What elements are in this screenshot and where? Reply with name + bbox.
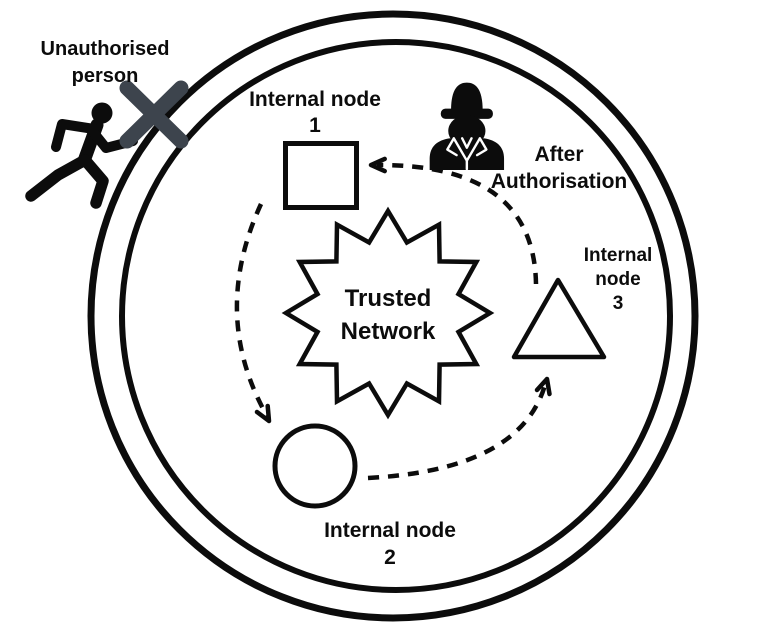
cross-icon: [119, 80, 189, 149]
outer-boundary-circle: [87, 10, 699, 622]
running-person-icon: [25, 102, 138, 209]
internal-node-2-label: Internal node 2: [312, 517, 468, 571]
internal-node-3-number: 3: [612, 293, 624, 314]
trusted-network-label: Trusted Network: [340, 285, 436, 345]
internal-node-3-name: Internal node: [583, 245, 653, 290]
internal-node-3-triangle: [511, 277, 607, 360]
internal-node-2-circle: [272, 423, 358, 509]
internal-node-1-label: Internal node 1: [237, 87, 393, 139]
flow-arrow-node2-to-node3: [367, 376, 552, 481]
internal-node-1-number: 1: [309, 114, 321, 137]
flow-arrow-node1-to-node2: [234, 203, 272, 424]
internal-node-2-name: Internal node: [324, 519, 456, 542]
unauthorised-person-label: Unauthorised person: [40, 38, 170, 87]
trusted-network-starburst: [281, 206, 495, 420]
internal-node-1-square: [283, 141, 359, 210]
spy-icon: [429, 82, 505, 171]
flow-arrow-node3-to-node1: [368, 156, 539, 285]
inner-boundary-circle: [119, 39, 673, 593]
internal-node-1-name: Internal node: [249, 88, 381, 111]
after-authorisation-label: After Authorisation: [490, 143, 628, 193]
internal-node-3-label: Internal node 3: [578, 244, 658, 316]
internal-node-2-number: 2: [384, 546, 396, 569]
